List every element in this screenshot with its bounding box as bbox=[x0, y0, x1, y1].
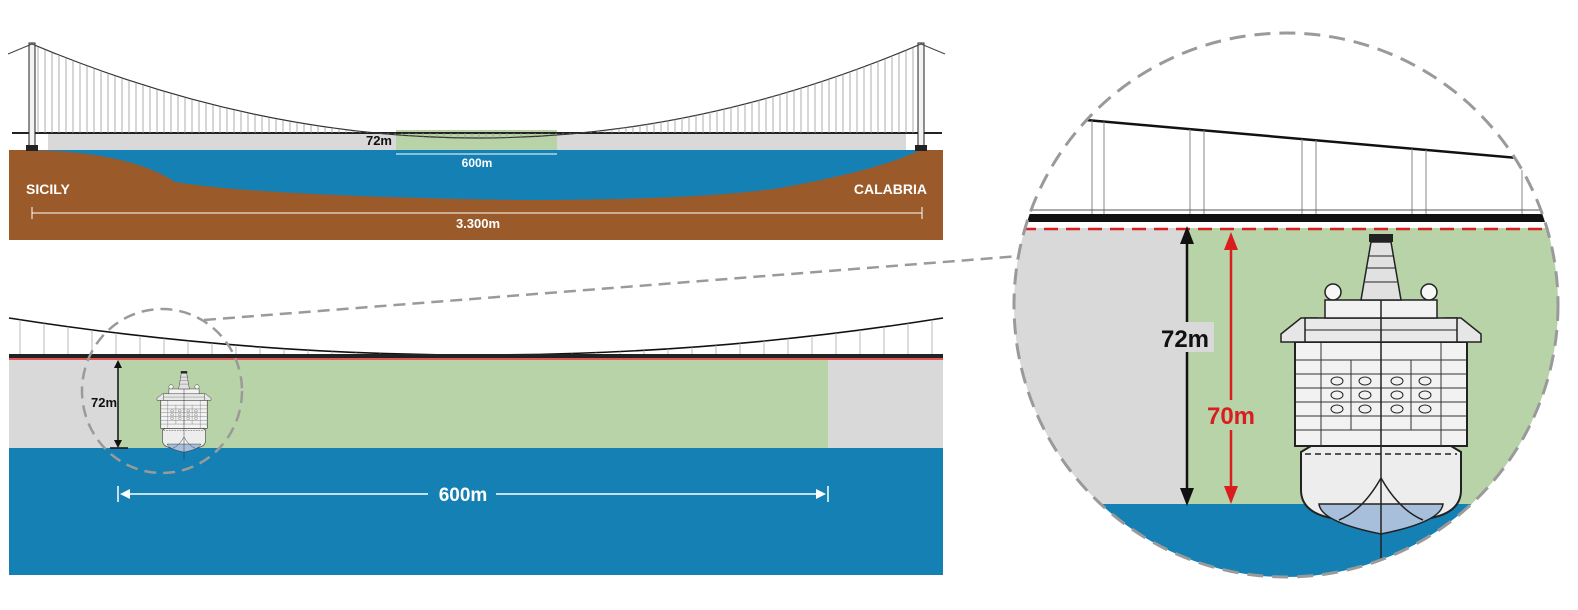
suspension-bridge-icon bbox=[7, 42, 946, 151]
sicily-label: SICILY bbox=[26, 181, 70, 197]
zoom-panel: 72m 70m bbox=[1012, 31, 1560, 579]
overview-clearance-label: 72m bbox=[366, 133, 392, 148]
zoom-circle-outline bbox=[1012, 31, 1560, 579]
overview-width-label: 600m bbox=[462, 156, 493, 170]
overview-panel: 72m 600m SICILY CALABRIA 3.300m bbox=[7, 42, 946, 240]
detail-width-label: 600m bbox=[439, 485, 488, 506]
zoom-ship-height-label: 70m bbox=[1207, 403, 1255, 430]
strait-water bbox=[30, 150, 920, 200]
detail-clearance-label: 72m bbox=[91, 395, 117, 410]
magnifier-circle-icon bbox=[80, 307, 244, 475]
total-span-label: 3.300m bbox=[456, 216, 500, 231]
zoom-connector bbox=[203, 254, 1021, 322]
detail-panel: 72m 600m bbox=[8, 307, 944, 575]
zoom-clearance-label: 72m bbox=[1161, 326, 1209, 353]
navigation-channel bbox=[118, 360, 828, 448]
bridge-deck-detail bbox=[8, 317, 944, 360]
calabria-label: CALABRIA bbox=[854, 181, 927, 197]
sea-surface bbox=[9, 448, 943, 575]
zoom-sea bbox=[1014, 504, 1558, 577]
navigation-window bbox=[396, 130, 557, 150]
